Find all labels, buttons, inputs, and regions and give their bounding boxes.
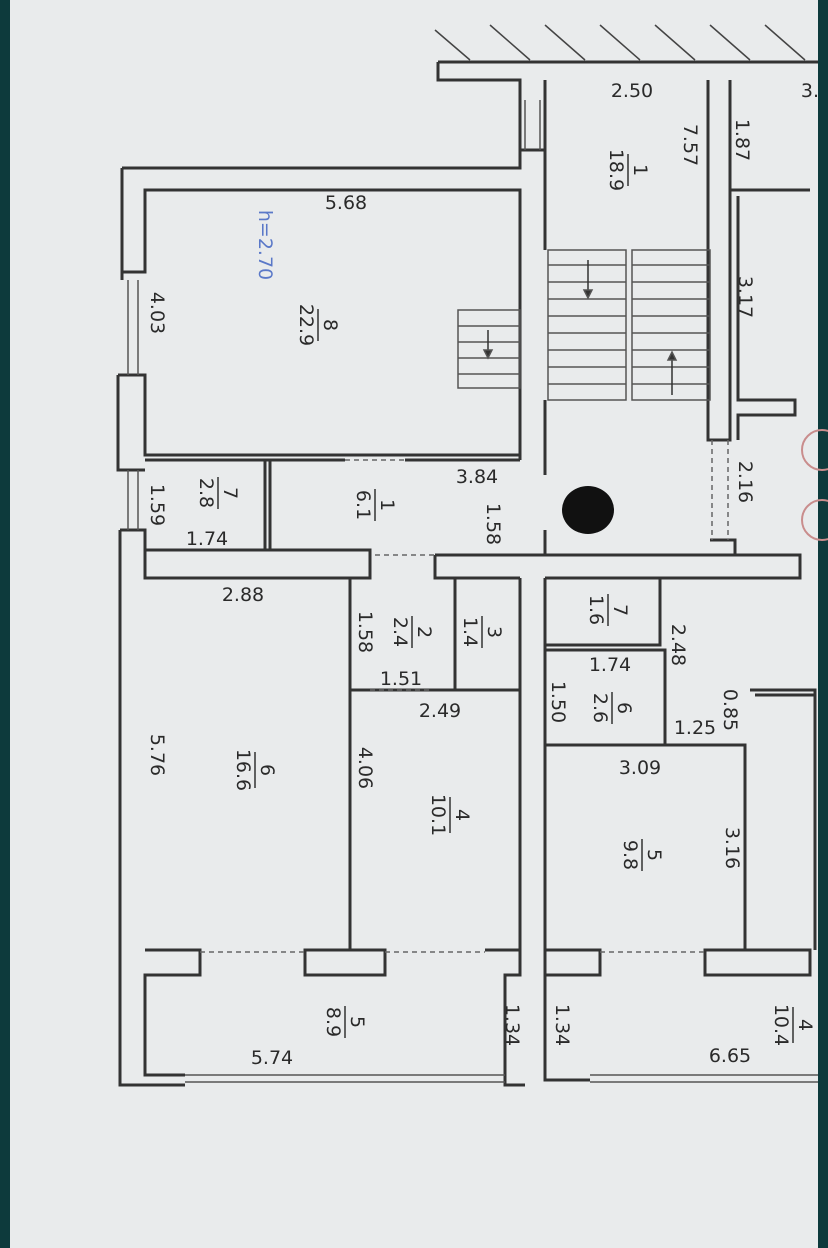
svg-text:1.4: 1.4: [459, 617, 481, 647]
dim: 2.50: [611, 80, 653, 102]
dim: 3.17: [734, 276, 756, 318]
svg-text:8: 8: [319, 319, 341, 331]
ceiling-height: h=2.70: [254, 210, 276, 280]
room-label: 410.4: [770, 1004, 816, 1046]
svg-text:8.9: 8.9: [322, 1007, 344, 1037]
room-label: 822.9: [295, 304, 341, 346]
dim: 2.49: [419, 700, 461, 722]
room-label: 410.1: [427, 794, 473, 836]
svg-text:6.1: 6.1: [352, 490, 374, 520]
room-label: 118.9: [605, 149, 651, 191]
svg-text:1: 1: [629, 164, 651, 176]
room-label: 58.9: [322, 1006, 368, 1038]
dim: 1.34: [501, 1004, 523, 1046]
svg-text:1.6: 1.6: [585, 595, 607, 625]
room-label: 71.6: [585, 594, 631, 626]
walls: [116, 60, 818, 1087]
svg-text:4: 4: [451, 809, 473, 821]
svg-text:5: 5: [643, 849, 665, 861]
scribble-mark: [562, 486, 614, 534]
room-label: 31.4: [459, 616, 505, 648]
dim: 3.16: [721, 827, 743, 869]
dim: 2.88: [222, 584, 264, 606]
room-label: 16.1: [352, 489, 398, 521]
room-labels: 118.9 822.9 72.8 16.1 22.4 31.4 71.6 62.…: [195, 149, 816, 1046]
dim: 1.50: [547, 681, 569, 723]
staircase: [457, 249, 711, 401]
dim: 1.59: [146, 484, 168, 526]
horizontal-dimensions: 2.50 5.68 3.84 1.74 2.88 1.51 2.49 1.74 …: [186, 80, 819, 1069]
dim: 4.03: [146, 292, 168, 334]
room-label: 62.6: [589, 692, 635, 724]
dim: 1.58: [354, 611, 376, 653]
svg-text:6: 6: [613, 702, 635, 714]
dim: 3.09: [619, 757, 661, 779]
svg-text:7: 7: [219, 487, 241, 499]
dim: 1.87: [731, 119, 753, 161]
dim: 5.68: [325, 192, 367, 214]
svg-text:10.4: 10.4: [770, 1004, 792, 1046]
dim: 2.48: [667, 624, 689, 666]
room-label: 59.8: [619, 839, 665, 871]
pink-circle-markers: [801, 429, 828, 541]
svg-text:18.9: 18.9: [605, 149, 627, 191]
svg-text:6: 6: [256, 764, 278, 776]
svg-text:1: 1: [376, 499, 398, 511]
vertical-dimensions: 7.57 1.87 3.17 2.16 4.03 1.59 1.58 1.58 …: [146, 119, 756, 1046]
room-label: 616.6: [232, 749, 278, 791]
svg-text:3: 3: [483, 626, 505, 638]
dim: 0.85: [719, 689, 741, 731]
dim: 1.74: [589, 654, 631, 676]
svg-text:4: 4: [794, 1019, 816, 1031]
svg-text:16.6: 16.6: [232, 749, 254, 791]
dim: 1.34: [551, 1004, 573, 1046]
svg-text:2.8: 2.8: [195, 478, 217, 508]
dim: 4.06: [354, 747, 376, 789]
dim: 1.51: [380, 668, 422, 690]
svg-text:2.6: 2.6: [589, 693, 611, 723]
dim: 7.57: [679, 124, 701, 166]
door-openings: [200, 440, 729, 953]
svg-text:7: 7: [609, 604, 631, 616]
svg-text:10.1: 10.1: [427, 794, 449, 836]
svg-text:5: 5: [346, 1016, 368, 1028]
dim: 1.58: [482, 503, 504, 545]
room-label: 72.8: [195, 477, 241, 509]
ground-hatching: [434, 24, 806, 61]
dim: 5.76: [146, 734, 168, 776]
svg-text:22.9: 22.9: [295, 304, 317, 346]
dim: 2.16: [734, 461, 756, 503]
dim: 1.25: [674, 717, 716, 739]
paper-background: [10, 0, 818, 1248]
dim: 3.: [801, 80, 819, 102]
dim: 5.74: [251, 1047, 293, 1069]
svg-text:2.4: 2.4: [389, 617, 411, 647]
svg-text:9.8: 9.8: [619, 840, 641, 870]
dim: 3.84: [456, 466, 498, 488]
dim: 6.65: [709, 1045, 751, 1067]
room-label: 22.4: [389, 616, 435, 648]
dim: 1.74: [186, 528, 228, 550]
svg-text:2: 2: [413, 626, 435, 638]
